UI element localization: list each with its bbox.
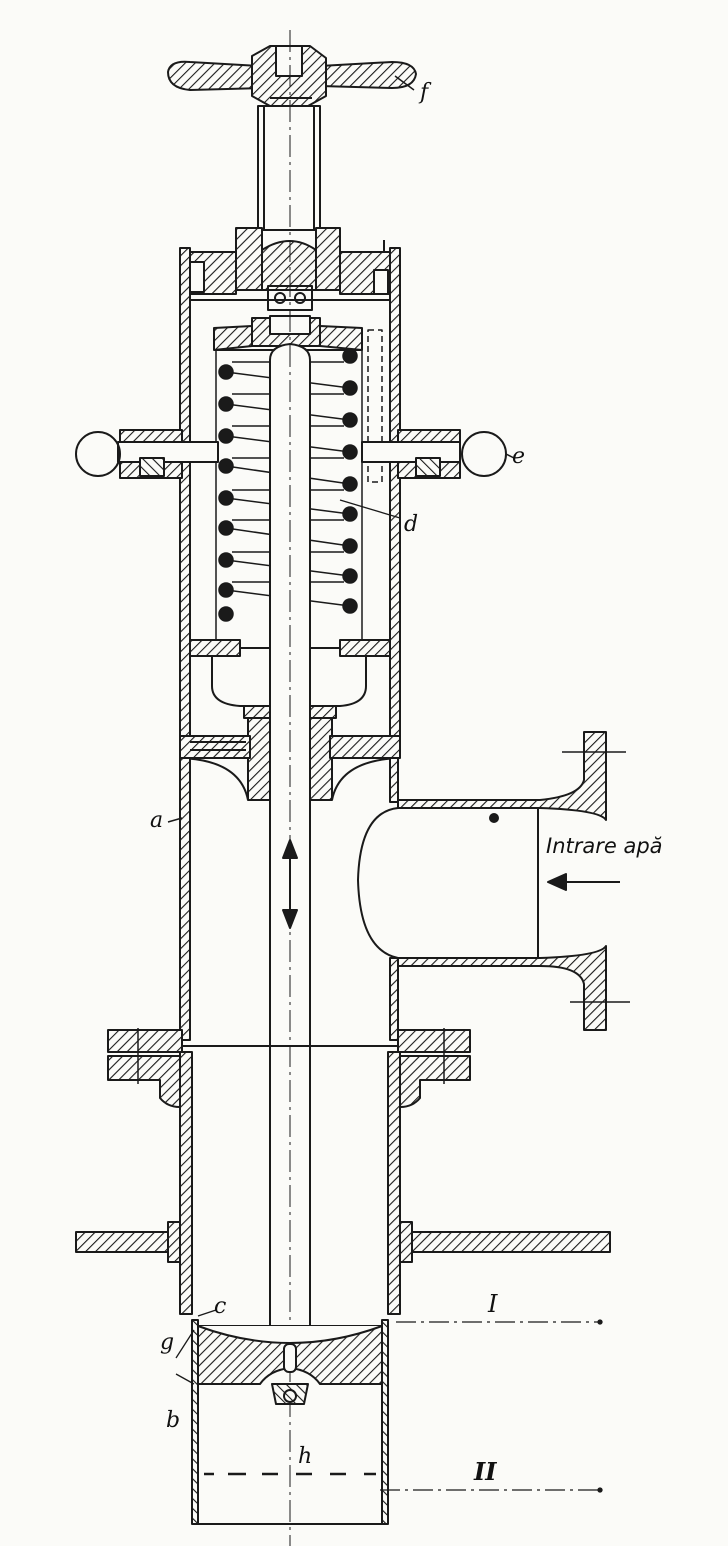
spindle <box>269 30 311 1546</box>
deck-plate <box>75 1221 611 1263</box>
inlet-pipe <box>357 731 630 1031</box>
label-f: f <box>420 80 429 105</box>
handwheel <box>167 45 417 107</box>
label-a: a <box>150 808 164 833</box>
label-h: h <box>298 1444 313 1469</box>
label-c: c <box>214 1294 227 1319</box>
upper-tube <box>257 105 321 231</box>
section-label-1: I <box>488 1290 498 1318</box>
piston <box>197 1325 383 1405</box>
right-lock-knob <box>361 429 515 479</box>
left-lock-knob <box>75 429 219 479</box>
label-g: g <box>160 1330 175 1355</box>
label-e: e <box>512 444 526 469</box>
label-d: d <box>404 512 419 537</box>
section-label-2: II <box>474 1457 497 1486</box>
spring-alt-position <box>367 329 383 483</box>
water-inlet-caption: Intrare apă <box>546 834 663 858</box>
section-lines <box>380 1319 603 1493</box>
lower-casing <box>179 1051 401 1525</box>
leader-lines <box>175 499 401 1385</box>
label-b: b <box>166 1408 181 1433</box>
valve-body <box>167 757 399 1041</box>
